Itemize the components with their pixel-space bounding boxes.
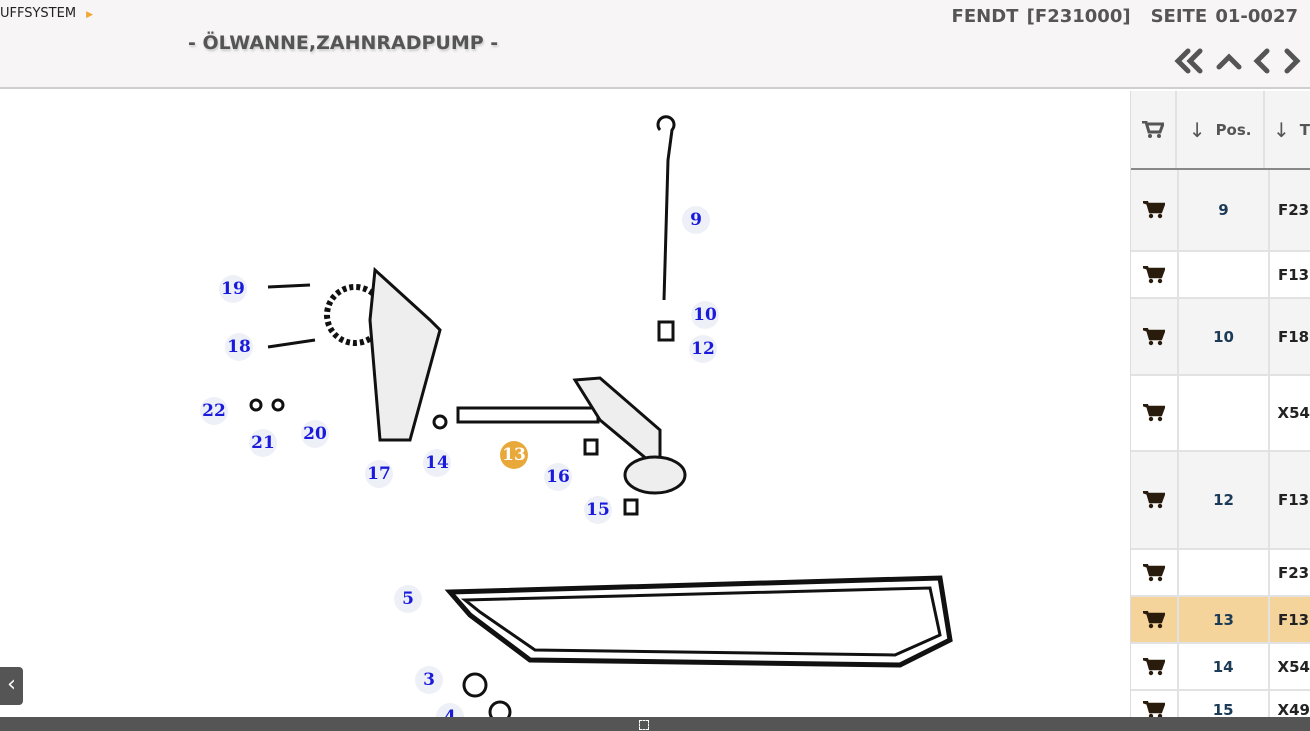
cart-icon: [1143, 201, 1165, 219]
pos-cell: 13: [1179, 597, 1270, 642]
chevron-up-icon[interactable]: [1216, 46, 1242, 76]
pos-cell: 15: [1179, 691, 1270, 717]
callout-12[interactable]: 12: [689, 335, 717, 363]
table-header: ↓Pos. ↓T: [1131, 91, 1310, 170]
part-number-cell: F23: [1278, 563, 1310, 582]
sort-arrow-icon: ↓: [1188, 117, 1206, 142]
callout-14[interactable]: 14: [423, 449, 451, 477]
part-number-cell: X54: [1277, 404, 1310, 422]
callout-21[interactable]: 21: [249, 429, 277, 457]
part-number-cell: X49: [1277, 701, 1310, 717]
pos-cell: [1179, 550, 1270, 595]
sort-arrow-icon: ↓: [1273, 117, 1290, 142]
part-number-cell: F18: [1278, 327, 1310, 346]
table-row[interactable]: 10 F18: [1131, 299, 1310, 376]
callout-19[interactable]: 19: [219, 275, 247, 303]
callout-18[interactable]: 18: [225, 333, 253, 361]
part-header-label: T: [1299, 120, 1310, 139]
callout-13-active[interactable]: 13: [500, 441, 528, 469]
add-to-cart-button[interactable]: [1131, 691, 1179, 717]
table-row[interactable]: 13 F13: [1131, 597, 1310, 644]
pos-cell: 9: [1179, 170, 1270, 250]
part-number-cell: F23: [1278, 201, 1310, 219]
pos-cell: 14: [1179, 644, 1270, 689]
fullscreen-icon[interactable]: [639, 720, 649, 730]
table-row[interactable]: 14 X54: [1131, 644, 1310, 691]
pos-column-header[interactable]: ↓ Pos.: [1177, 91, 1265, 168]
add-to-cart-button[interactable]: [1131, 550, 1179, 595]
callout-3[interactable]: 3: [415, 666, 443, 694]
header: UFFSYSTEM ▶ - ÖLWANNE,ZAHNRADPUMP - FENDT…: [0, 0, 1310, 89]
callout-5[interactable]: 5: [394, 585, 422, 613]
table-row[interactable]: 12 F13: [1131, 452, 1310, 550]
chevron-left-icon: ‹: [7, 672, 16, 697]
cart-icon: [1143, 491, 1165, 509]
table-row[interactable]: 15 X49: [1131, 691, 1310, 717]
parts-drawing: [249, 115, 953, 717]
pos-cell: 12: [1179, 452, 1270, 548]
breadcrumb-item[interactable]: UFFSYSTEM: [0, 6, 77, 21]
callout-20[interactable]: 20: [301, 420, 329, 448]
brand-label: FENDT [F231000]: [951, 6, 1131, 27]
cart-icon: [1143, 265, 1165, 283]
add-to-cart-button[interactable]: [1131, 452, 1179, 548]
breadcrumb[interactable]: UFFSYSTEM ▶: [0, 6, 93, 21]
add-to-cart-button[interactable]: [1131, 252, 1179, 297]
add-to-cart-button[interactable]: [1131, 376, 1179, 450]
cart-icon: [1142, 657, 1165, 675]
add-to-cart-button[interactable]: [1131, 644, 1179, 689]
table-row[interactable]: F23: [1131, 550, 1310, 597]
pos-cell: [1179, 252, 1270, 297]
part-column-header[interactable]: ↓T: [1265, 91, 1310, 168]
breadcrumb-arrow-icon: ▶: [86, 10, 93, 20]
cart-icon: [1142, 701, 1165, 717]
double-chevron-left-icon[interactable]: [1172, 46, 1206, 76]
add-to-cart-button[interactable]: [1131, 597, 1179, 642]
pos-cell: [1179, 376, 1270, 450]
cart-icon: [1142, 404, 1165, 422]
table-row[interactable]: X54: [1131, 376, 1310, 452]
table-row[interactable]: F13: [1131, 252, 1310, 299]
callout-4[interactable]: 4: [436, 703, 464, 717]
part-number-cell: F13: [1278, 265, 1310, 284]
callout-10[interactable]: 10: [691, 301, 719, 329]
callout-22[interactable]: 22: [200, 397, 228, 425]
bottom-bar: [0, 717, 1310, 731]
cart-icon: [1143, 610, 1165, 628]
add-to-cart-button[interactable]: [1131, 170, 1179, 250]
collapse-panel-button[interactable]: ‹: [0, 667, 23, 705]
cart-icon: [1143, 563, 1165, 581]
page-navigation: [1172, 46, 1302, 76]
exploded-parts-diagram: 9 10 12 19 18 22 21 20 17 14 13 16 15 5 …: [0, 91, 1130, 717]
page-title: - ÖLWANNE,ZAHNRADPUMP -: [188, 32, 499, 54]
part-number-cell: X54: [1277, 657, 1310, 676]
cart-icon: [1142, 120, 1165, 138]
add-to-cart-button[interactable]: [1131, 299, 1179, 374]
callout-15[interactable]: 15: [584, 496, 612, 524]
callout-16[interactable]: 16: [544, 463, 572, 491]
page-number: SEITE 01-0027: [1150, 6, 1298, 27]
table-row[interactable]: 9 F23: [1131, 170, 1310, 252]
callout-17[interactable]: 17: [365, 460, 393, 488]
part-number-cell: F13: [1278, 610, 1310, 629]
cart-column-header: [1131, 91, 1178, 168]
page-info: FENDT [F231000] SEITE 01-0027: [952, 6, 1298, 27]
chevron-right-icon[interactable]: [1282, 46, 1302, 76]
pos-cell: 10: [1179, 299, 1270, 374]
callout-9[interactable]: 9: [682, 206, 710, 234]
cart-icon: [1143, 327, 1165, 345]
pos-header-label: Pos.: [1215, 120, 1252, 139]
part-number-cell: F13: [1278, 491, 1310, 509]
chevron-left-icon[interactable]: [1252, 46, 1272, 76]
